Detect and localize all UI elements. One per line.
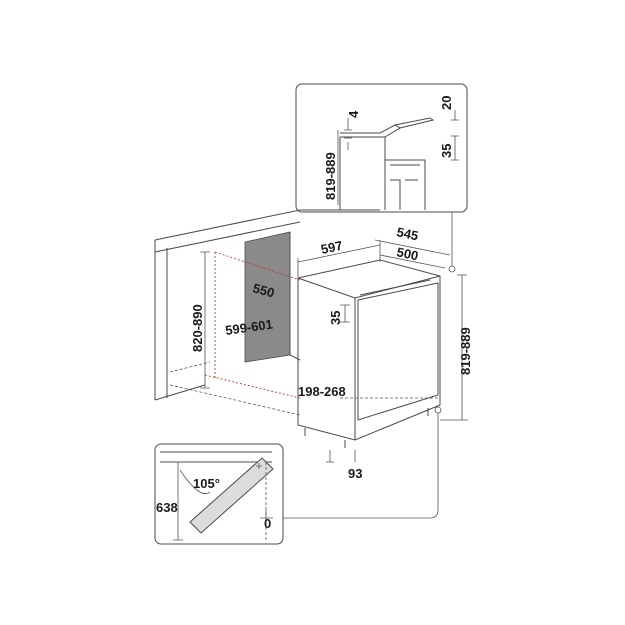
- inset-lid: [394, 117, 435, 129]
- inset-top-connector-dot: [448, 265, 456, 273]
- top-dimension-lines: [297, 239, 451, 269]
- plinth-label: 198-268: [298, 384, 346, 399]
- inset-top-frame: [295, 83, 468, 213]
- inset-side-height-label: 819-889: [323, 152, 338, 200]
- height-arrow: [440, 274, 468, 421]
- inset-angle-label: 105°: [193, 476, 220, 491]
- inset-clearance-arrow: [173, 461, 183, 541]
- foot-arrow: [326, 450, 356, 463]
- depth-inner-label: 500: [395, 244, 419, 263]
- niche-height-label: 820-890: [190, 304, 205, 352]
- niche-edge: [289, 232, 301, 361]
- depth-outer-label: 545: [395, 224, 419, 243]
- width-label: 597: [320, 238, 344, 257]
- door-connector-dot: [434, 406, 442, 414]
- countertop: [154, 209, 380, 400]
- inset-offset-label: 0: [264, 516, 271, 531]
- top-offset-arrow: [340, 304, 350, 323]
- niche-guides: [204, 251, 301, 399]
- inset-countertop: [340, 124, 401, 138]
- door-connector-line: [283, 413, 439, 519]
- height-label: 819-889: [458, 327, 473, 375]
- niche-floor-guides: [169, 361, 301, 416]
- cabinet-floor-left: [154, 384, 206, 401]
- inset-door-panel: [189, 457, 274, 534]
- inset-offset-arrow: [260, 510, 273, 525]
- inset-top-label: 20: [439, 96, 454, 110]
- niche-depth-label: 550: [251, 280, 276, 300]
- appliance: 545 500 597 35 819-889 198-268 93: [283, 224, 473, 519]
- inset-gap-arrow: [344, 118, 352, 150]
- inset-angle-arc: [179, 469, 211, 495]
- niche-height-arrow: [200, 251, 210, 389]
- width-extension-lines: [297, 240, 381, 278]
- door-top-strip: [359, 279, 431, 296]
- inset-clearance-label: 638: [156, 500, 178, 515]
- inset-hinge-mark: [256, 463, 262, 469]
- inset-gap-label: 4: [346, 110, 361, 118]
- foot-label: 93: [348, 466, 362, 481]
- appliance-door: [357, 282, 439, 421]
- top-offset-label: 35: [328, 311, 343, 325]
- cabinet-context: 820-890 550 599-601: [154, 209, 380, 416]
- niche-width-label: 599-601: [224, 316, 273, 337]
- appliance-feet: [304, 408, 429, 448]
- inset-door-detail: 105° 638 0: [154, 443, 284, 545]
- inset-right-arrows: [451, 110, 459, 161]
- inset-top-detail: 4 20 819-889 35: [295, 83, 468, 273]
- inset-step-label: 35: [439, 144, 454, 158]
- inset-appliance-top: [384, 137, 426, 210]
